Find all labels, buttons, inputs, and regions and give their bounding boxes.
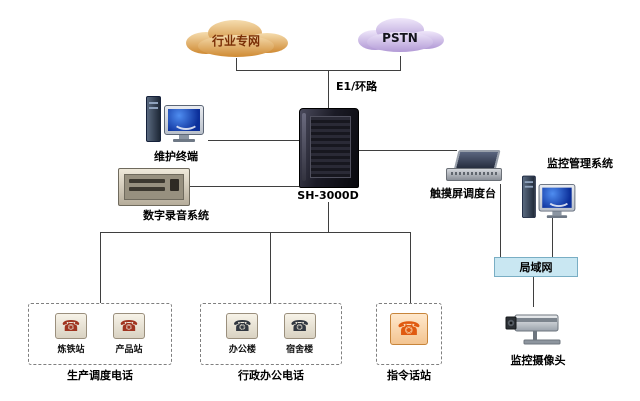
lan-label: 局域网 xyxy=(519,261,553,274)
maintenance-terminal-icon xyxy=(146,96,204,142)
lan-box: 局域网 xyxy=(494,257,578,277)
phone-station: 产品站 xyxy=(113,313,145,355)
console-keyboard xyxy=(446,168,502,181)
pstn-cloud: PSTN xyxy=(352,16,448,56)
station-label: 宿舍楼 xyxy=(286,345,314,355)
connector-trunk-to-server xyxy=(328,70,329,108)
cloud-icon xyxy=(358,18,444,52)
pstn-cloud-label: PSTN xyxy=(382,30,418,45)
industry-cloud-label: 行业专网 xyxy=(211,34,260,48)
phone-station: 宿舍楼 xyxy=(283,313,316,355)
phone-station: 炼铁站 xyxy=(55,313,87,355)
recording-system-icon xyxy=(118,168,190,206)
industry-network-cloud: 行业专网 xyxy=(180,18,292,60)
connector-server-bus-down xyxy=(328,202,329,233)
cloud-icon xyxy=(186,20,288,57)
phone-station: 办公楼 xyxy=(226,313,259,355)
group-command-phone xyxy=(376,303,442,365)
monitoring-pc-icon xyxy=(522,175,576,218)
connector-server-recording xyxy=(188,186,299,187)
connector-server-console xyxy=(357,150,457,151)
connector-phone-bus xyxy=(100,232,410,233)
server-cabinet-icon xyxy=(299,108,359,188)
connector-bus-group3 xyxy=(410,232,411,303)
connector-console-lan xyxy=(500,184,501,257)
station-label: 产品站 xyxy=(115,345,143,355)
camera-label: 监控摄像头 xyxy=(510,354,566,367)
monitoring-system-label: 监控管理系统 xyxy=(547,157,613,170)
telephone-icon xyxy=(113,313,145,339)
pc-monitor-icon xyxy=(164,105,204,142)
pc-monitor-icon xyxy=(538,183,576,218)
connector-bus-group2 xyxy=(270,232,271,303)
connector-server-maintenance xyxy=(208,140,299,141)
group-admin-phones: 办公楼 宿舍楼 xyxy=(200,303,342,365)
pc-tower-icon xyxy=(146,96,161,142)
connector-monitoring-lan xyxy=(552,218,553,257)
monitor-screen xyxy=(542,187,572,208)
phone-station xyxy=(390,313,428,345)
telephone-icon xyxy=(55,313,87,339)
connector-pstn-down xyxy=(400,56,401,70)
telephone-icon xyxy=(226,313,259,339)
group-command-label: 指令话站 xyxy=(387,369,431,382)
maintenance-terminal-label: 维护终端 xyxy=(154,150,198,163)
group-production-phones: 炼铁站 产品站 xyxy=(28,303,172,365)
station-label: 炼铁站 xyxy=(57,345,85,355)
telephone-icon xyxy=(283,313,316,339)
monitor-screen xyxy=(168,109,200,131)
connector-bus-group1 xyxy=(100,232,101,303)
server-label: SH-3000D xyxy=(297,189,359,202)
command-telephone-icon xyxy=(390,313,428,345)
connector-trunk-horizontal xyxy=(236,70,401,71)
group-admin-label: 行政办公电话 xyxy=(238,369,304,382)
touch-console-icon xyxy=(446,150,502,181)
group-production-label: 生产调度电话 xyxy=(67,369,133,382)
connector-industry-down xyxy=(236,58,237,70)
cctv-camera-icon xyxy=(502,306,570,356)
recording-system-label: 数字录音系统 xyxy=(143,209,209,222)
trunk-label: E1/环路 xyxy=(336,80,378,93)
station-label: 办公楼 xyxy=(228,345,256,355)
connector-lan-camera xyxy=(533,277,534,307)
touch-console-label: 触摸屏调度台 xyxy=(430,187,496,200)
pc-tower-icon xyxy=(522,175,536,218)
